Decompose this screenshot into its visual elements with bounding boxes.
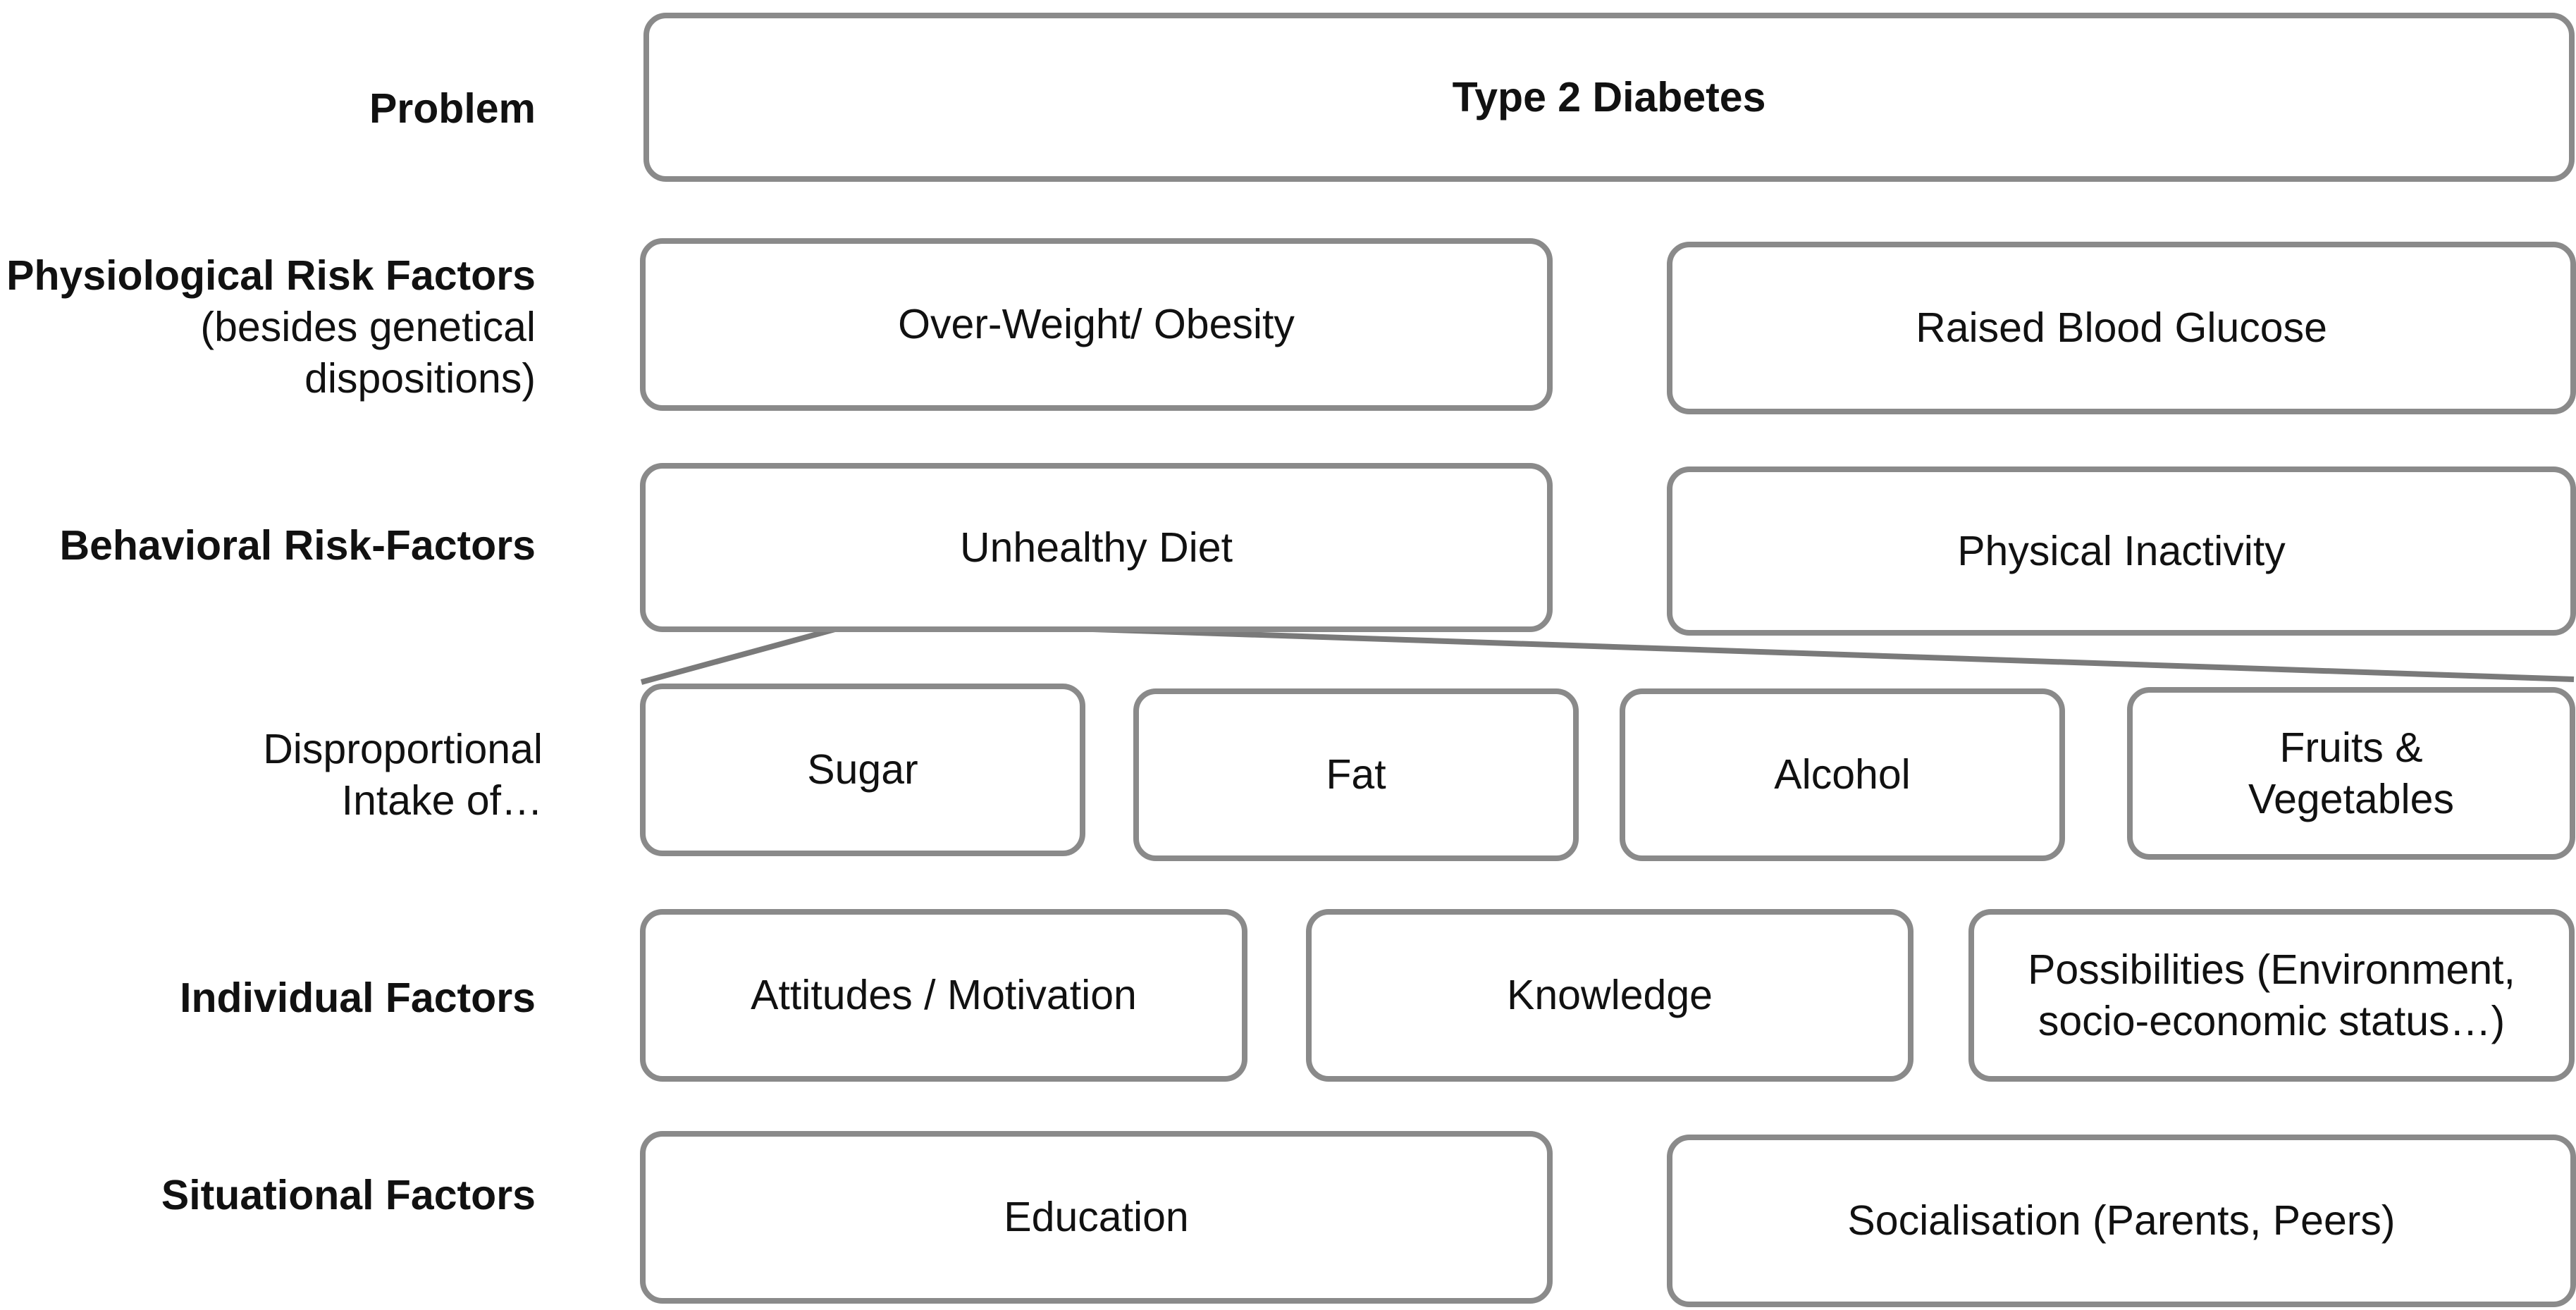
- row-label-intake: Disproportional Intake of…: [0, 724, 543, 827]
- box-over-weight-obesity: Over-Weight/ Obesity: [640, 238, 1553, 411]
- box-possibilities: Possibilities (Environment, socio-econom…: [1968, 909, 2575, 1082]
- box-raised-blood-glucose-label: Raised Blood Glucose: [1916, 304, 2327, 351]
- box-fruits-vegetables-label: Fruits & Vegetables: [2248, 724, 2454, 822]
- box-education-label: Education: [1004, 1194, 1189, 1240]
- row-label-intake-text: Disproportional Intake of…: [263, 726, 543, 824]
- box-over-weight-obesity-label: Over-Weight/ Obesity: [898, 301, 1295, 347]
- box-education: Education: [640, 1131, 1553, 1304]
- box-possibilities-label: Possibilities (Environment, socio-econom…: [2028, 946, 2515, 1044]
- box-fruits-vegetables: Fruits & Vegetables: [2127, 687, 2575, 860]
- row-label-situational: Situational Factors: [0, 1170, 536, 1221]
- box-fat: Fat: [1133, 688, 1579, 861]
- box-socialisation: Socialisation (Parents, Peers): [1667, 1135, 2576, 1307]
- row-label-situational-text: Situational Factors: [161, 1172, 536, 1218]
- box-knowledge: Knowledge: [1306, 909, 1913, 1082]
- row-label-problem: Problem: [0, 83, 536, 135]
- box-physical-inactivity-label: Physical Inactivity: [1957, 527, 2286, 574]
- box-unhealthy-diet: Unhealthy Diet: [640, 463, 1553, 632]
- box-fat-label: Fat: [1326, 751, 1386, 798]
- box-knowledge-label: Knowledge: [1507, 972, 1713, 1018]
- row-label-individual-text: Individual Factors: [180, 975, 536, 1021]
- box-type-2-diabetes-label: Type 2 Diabetes: [1452, 73, 1766, 121]
- box-sugar: Sugar: [640, 684, 1085, 856]
- row-label-physiological-bold: Physiological Risk Factors: [6, 252, 536, 299]
- row-label-behavioral-text: Behavioral Risk-Factors: [59, 522, 536, 569]
- box-attitudes-motivation: Attitudes / Motivation: [640, 909, 1247, 1082]
- row-label-behavioral: Behavioral Risk-Factors: [0, 520, 536, 571]
- box-socialisation-label: Socialisation (Parents, Peers): [1847, 1197, 2396, 1244]
- box-attitudes-motivation-label: Attitudes / Motivation: [751, 972, 1137, 1018]
- row-label-physiological: Physiological Risk Factors (besides gene…: [0, 250, 536, 404]
- box-alcohol: Alcohol: [1620, 688, 2065, 861]
- box-alcohol-label: Alcohol: [1774, 751, 1911, 798]
- row-label-physiological-rest: (besides genetical dispositions): [200, 304, 536, 402]
- box-unhealthy-diet-label: Unhealthy Diet: [960, 524, 1233, 571]
- row-label-problem-text: Problem: [369, 85, 536, 132]
- box-type-2-diabetes: Type 2 Diabetes: [643, 13, 2575, 182]
- box-sugar-label: Sugar: [807, 746, 918, 793]
- row-label-individual: Individual Factors: [0, 972, 536, 1024]
- box-physical-inactivity: Physical Inactivity: [1667, 466, 2576, 636]
- box-raised-blood-glucose: Raised Blood Glucose: [1667, 242, 2576, 414]
